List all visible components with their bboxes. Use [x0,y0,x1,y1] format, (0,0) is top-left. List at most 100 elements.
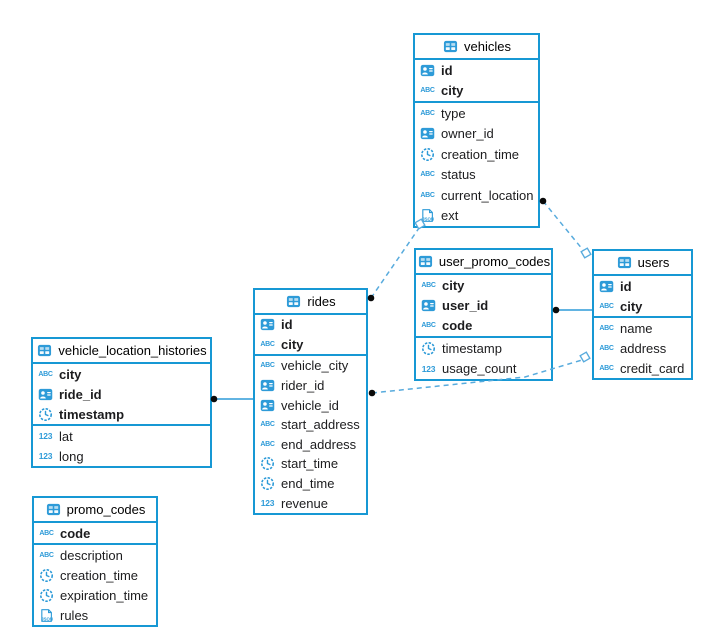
column-row-owner_id[interactable]: owner_id [415,124,538,145]
relation-vehicle_location_histories-rides[interactable] [210,395,253,403]
table-name: promo_codes [66,502,146,517]
table-header[interactable]: rides [255,290,366,315]
column-name: timestamp [59,406,125,422]
column-row-creation_time[interactable]: creation_time [34,565,156,585]
abc-text-icon: ABC [260,362,275,370]
table-header[interactable]: vehicle_location_histories [33,339,210,364]
abc-text-icon: ABC [39,529,54,537]
column-row-expiration_time[interactable]: expiration_time [34,585,156,605]
table-icon [417,254,434,270]
section-divider [415,101,538,103]
abc-text-icon: ABC [599,364,614,372]
column-name: id [441,62,453,78]
column-row-rules[interactable]: JSON rules [34,605,156,625]
column-name: revenue [281,495,328,511]
column-name: code [442,318,473,334]
clock-icon [259,456,276,472]
column-name: lat [59,428,73,444]
clock-icon [259,476,276,492]
column-row-vehicle_id[interactable]: vehicle_id [255,395,366,415]
table-header[interactable]: user_promo_codes [416,250,551,275]
table-icon [442,39,459,55]
section-divider [594,316,691,318]
column-name: ext [441,208,459,224]
column-name: end_time [281,476,335,492]
table-header[interactable]: vehicles [415,35,538,60]
relation-diamond-endpoint [579,351,591,363]
column-row-vehicle_city[interactable]: ABC vehicle_city [255,356,366,376]
column-row-timestamp[interactable]: timestamp [33,404,210,424]
column-row-timestamp[interactable]: timestamp [416,338,551,358]
column-name: city [442,277,465,293]
abc-text-icon: ABC [260,421,275,429]
table-name: user_promo_codes [438,254,551,269]
abc-text-icon: ABC [260,340,275,348]
column-row-city[interactable]: ABC city [255,335,366,355]
relation-user_promo_codes-users[interactable] [552,306,592,314]
id-badge-icon [420,298,437,314]
abc-text-icon: ABC [420,191,435,199]
table-icon [616,255,633,271]
column-name: status [441,167,476,183]
number-123-icon: 123 [38,451,53,461]
relation-line[interactable] [542,200,584,251]
json-doc-icon: JSON [38,607,55,623]
column-row-start_time[interactable]: start_time [255,454,366,474]
abc-text-icon: ABC [260,440,275,448]
column-name: city [281,336,304,352]
abc-text-icon: ABC [421,322,436,330]
column-row-ride_id[interactable]: ride_id [33,384,210,404]
relation-line[interactable] [370,227,420,299]
relation-line[interactable] [371,359,583,394]
abc-text-icon: ABC [420,87,435,95]
number-123-icon: 123 [421,363,436,374]
table-name: rides [307,294,336,309]
column-row-user_id[interactable]: user_id [416,295,551,315]
column-name: long [59,448,84,464]
svg-text:JSON: JSON [41,616,53,621]
column-row-creation_time[interactable]: creation_time [415,144,538,165]
column-name: rules [60,607,89,623]
column-row-id[interactable]: id [415,60,538,81]
clock-icon [38,567,55,583]
column-row-code[interactable]: ABC code [416,316,551,336]
column-name: creation_time [441,146,520,162]
column-row-long[interactable]: 123 long [33,446,210,466]
relation-diamond-endpoint [580,247,592,259]
column-row-rider_id[interactable]: rider_id [255,376,366,396]
column-name: ride_id [59,386,102,402]
column-row-end_time[interactable]: end_time [255,474,366,494]
column-name: id [281,317,293,333]
section-divider [416,336,551,339]
table-header[interactable]: users [594,251,691,276]
column-name: vehicle_city [281,358,349,374]
id-badge-icon [37,386,54,402]
column-row-id[interactable]: id [255,315,366,335]
table-header[interactable]: promo_codes [34,498,156,523]
column-row-id[interactable]: id [594,276,691,296]
